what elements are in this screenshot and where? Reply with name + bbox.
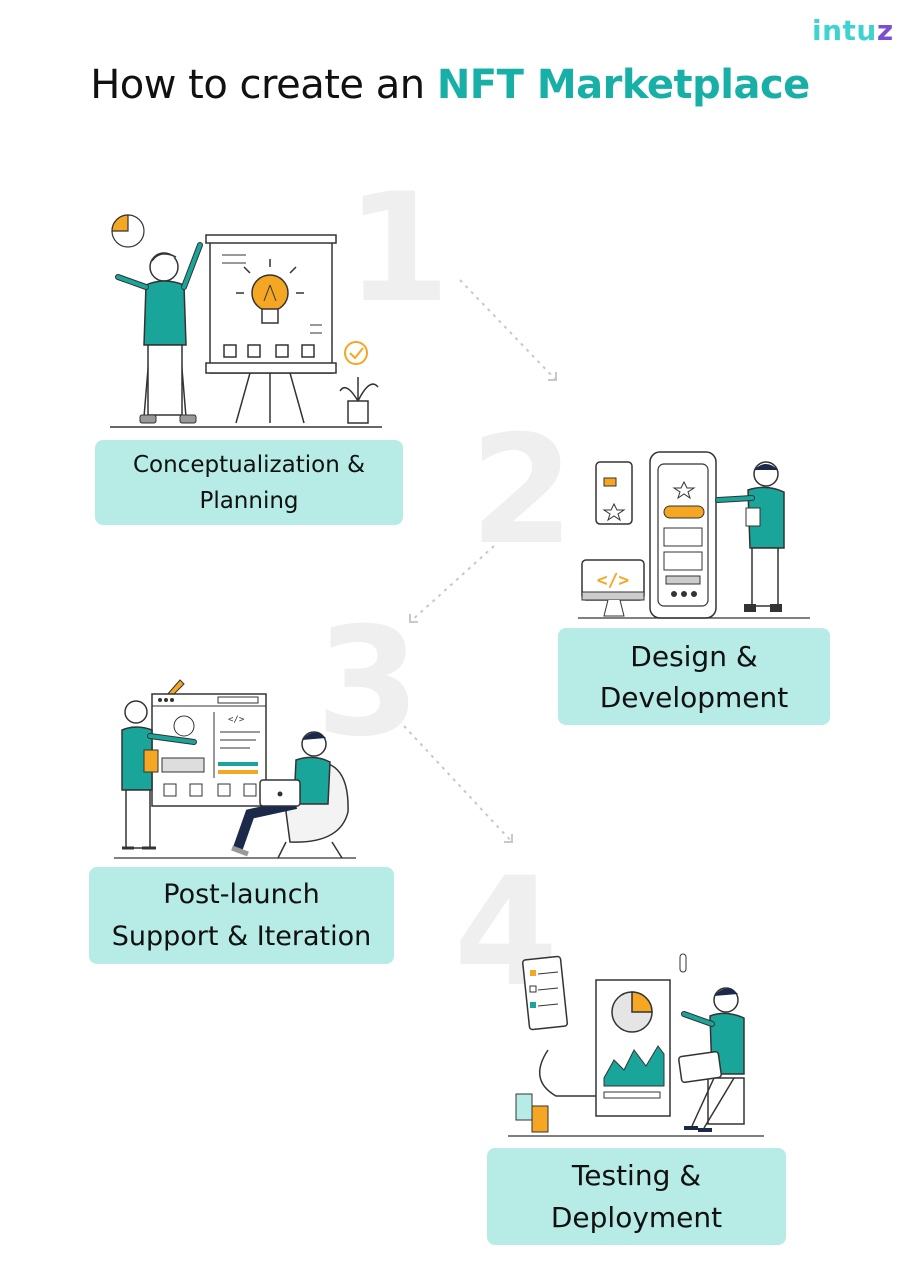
code-icon: </> bbox=[597, 570, 630, 591]
step-2-line-1: Design & bbox=[630, 639, 758, 673]
svg-text:</>: </> bbox=[228, 715, 245, 725]
illustration-support: </> bbox=[114, 679, 356, 859]
connector-2-3 bbox=[409, 545, 495, 623]
illustration-design: </> bbox=[578, 451, 810, 619]
step-number-3: 3 bbox=[315, 596, 421, 770]
pie-chart-icon bbox=[611, 991, 653, 1033]
connector-1-2 bbox=[459, 279, 557, 381]
illustration-testing bbox=[508, 953, 764, 1137]
step-number-1: 1 bbox=[345, 162, 451, 336]
step-box-2: Design & Development bbox=[558, 628, 830, 725]
step-1-line-1: Conceptualization & bbox=[132, 451, 366, 478]
pie-chart-icon bbox=[111, 214, 145, 248]
connector-3-4 bbox=[403, 725, 513, 843]
step-3-line-1: Post-launch bbox=[163, 878, 320, 910]
arrowhead-2 bbox=[409, 614, 418, 623]
code-monitor: </> bbox=[581, 559, 645, 617]
checkmark-icon bbox=[344, 341, 368, 365]
step-3-line-2: Support & Iteration bbox=[111, 920, 372, 952]
step-2-line-2: Development bbox=[599, 680, 789, 714]
intuz-logo: intuz bbox=[812, 14, 894, 47]
illustration-planning bbox=[110, 214, 382, 428]
step-4-line-1: Testing & bbox=[571, 1158, 702, 1192]
page-title: How to create an NFT Marketplace bbox=[90, 62, 810, 108]
plant-icon bbox=[339, 377, 379, 424]
step-number-2: 2 bbox=[469, 404, 575, 578]
lightbulb-icon bbox=[236, 259, 304, 324]
star-icon bbox=[602, 502, 626, 522]
arrowhead-3 bbox=[504, 834, 513, 843]
step-box-1: Conceptualization & Planning bbox=[95, 440, 403, 525]
arrowhead-1 bbox=[548, 372, 557, 381]
step-4-line-2: Deployment bbox=[550, 1200, 723, 1234]
step-1-line-2: Planning bbox=[199, 487, 299, 514]
step-box-4: Testing & Deployment bbox=[487, 1148, 786, 1245]
